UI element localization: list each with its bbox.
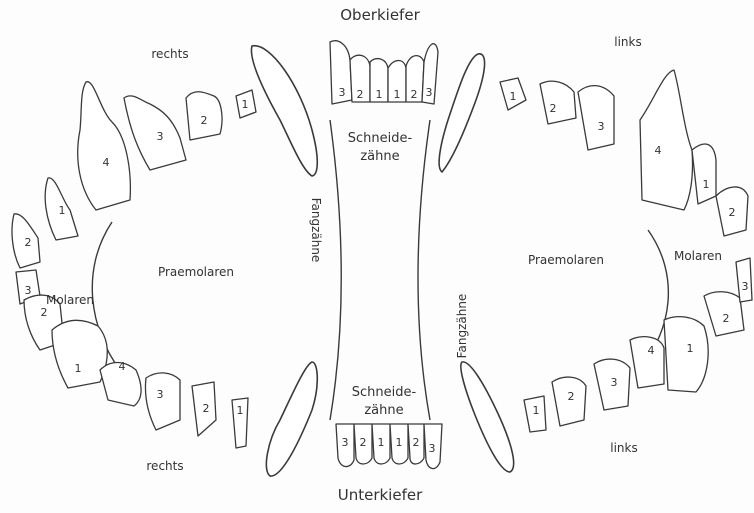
upper-incisors	[330, 41, 438, 104]
label-links-bottom: links	[610, 441, 637, 455]
label-rechts-top: rechts	[151, 47, 188, 61]
label-schneidezaehne-bottom-1: Schneide-	[352, 385, 417, 400]
upper-incisor-number: 1	[394, 88, 401, 101]
upper-left-teeth	[500, 70, 748, 236]
lower-left-premolar-number: 1	[533, 404, 540, 417]
lower-incisor-number: 1	[378, 436, 385, 449]
upper-right-canine	[251, 46, 317, 176]
lower-right-molar-number: 3	[25, 284, 32, 297]
upper-right-teeth	[12, 82, 256, 268]
lower-right-molar-number: 2	[41, 306, 48, 319]
upper-incisor-number: 2	[411, 88, 418, 101]
label-molaren-left: Molaren	[46, 293, 94, 307]
label-schneidezaehne-top-1: Schneide-	[348, 131, 413, 146]
upper-incisor-number: 3	[339, 86, 346, 99]
upper-left-premolar-number: 3	[598, 120, 605, 133]
upper-left-premolar-number: 2	[550, 102, 557, 115]
label-fangzaehne-left: Fangzähne	[309, 198, 323, 263]
upper-left-canine	[439, 54, 484, 172]
lower-right-premolar-number: 3	[157, 388, 164, 401]
label-praemolaren-right: Praemolaren	[528, 253, 604, 267]
upper-incisor-number: 3	[426, 86, 433, 99]
label-praemolaren-left: Praemolaren	[158, 265, 234, 279]
upper-right-premolar-number: 2	[201, 114, 208, 127]
lower-left-molar-number: 3	[742, 280, 749, 293]
lower-right-premolar-number: 1	[237, 404, 244, 417]
lower-left-premolar-number: 4	[648, 344, 655, 357]
upper-right-molar-number: 2	[25, 236, 32, 249]
label-schneidezaehne-top-2: zähne	[360, 149, 399, 164]
upper-right-molar-number: 1	[59, 204, 66, 217]
upper-left-molar-number: 1	[703, 178, 710, 191]
label-rechts-bottom: rechts	[146, 459, 183, 473]
lower-incisor-number: 2	[360, 436, 367, 449]
upper-left-molar-number: 2	[729, 206, 736, 219]
label-fangzaehne-right: Fangzähne	[455, 294, 469, 359]
lower-incisor-number: 3	[429, 442, 436, 455]
upper-left-premolar-number: 1	[510, 90, 517, 103]
lower-left-premolar-number: 2	[568, 390, 575, 403]
lower-left-premolar-number: 3	[611, 376, 618, 389]
lower-incisor-number: 3	[342, 436, 349, 449]
center-left-line	[330, 120, 341, 420]
lower-left-molar-number: 2	[723, 312, 730, 325]
title-oberkiefer: Oberkiefer	[340, 6, 420, 24]
upper-right-premolar-number: 1	[242, 98, 249, 111]
lower-right-canine	[266, 362, 317, 476]
label-links-top: links	[614, 35, 641, 49]
lower-right-molar-number: 1	[75, 362, 82, 375]
label-schneidezaehne-bottom-2: zähne	[364, 403, 403, 418]
center-right-line	[418, 120, 430, 420]
lower-right-premolar-number: 2	[203, 402, 210, 415]
lower-incisor-number: 2	[413, 436, 420, 449]
upper-right-premolar-number: 3	[157, 130, 164, 143]
upper-right-premolar-number: 4	[103, 156, 110, 169]
lower-left-canine	[461, 362, 514, 472]
upper-incisor-number: 2	[357, 88, 364, 101]
upper-left-premolar-number: 4	[655, 144, 662, 157]
lower-right-premolar-number: 4	[119, 360, 126, 373]
title-unterkiefer: Unterkiefer	[338, 486, 423, 504]
lower-left-molar-number: 1	[687, 342, 694, 355]
lower-left-teeth	[524, 258, 752, 432]
lower-incisors	[336, 424, 442, 469]
upper-incisor-number: 1	[376, 88, 383, 101]
label-molaren-right: Molaren	[674, 249, 722, 263]
lower-incisor-number: 1	[396, 436, 403, 449]
